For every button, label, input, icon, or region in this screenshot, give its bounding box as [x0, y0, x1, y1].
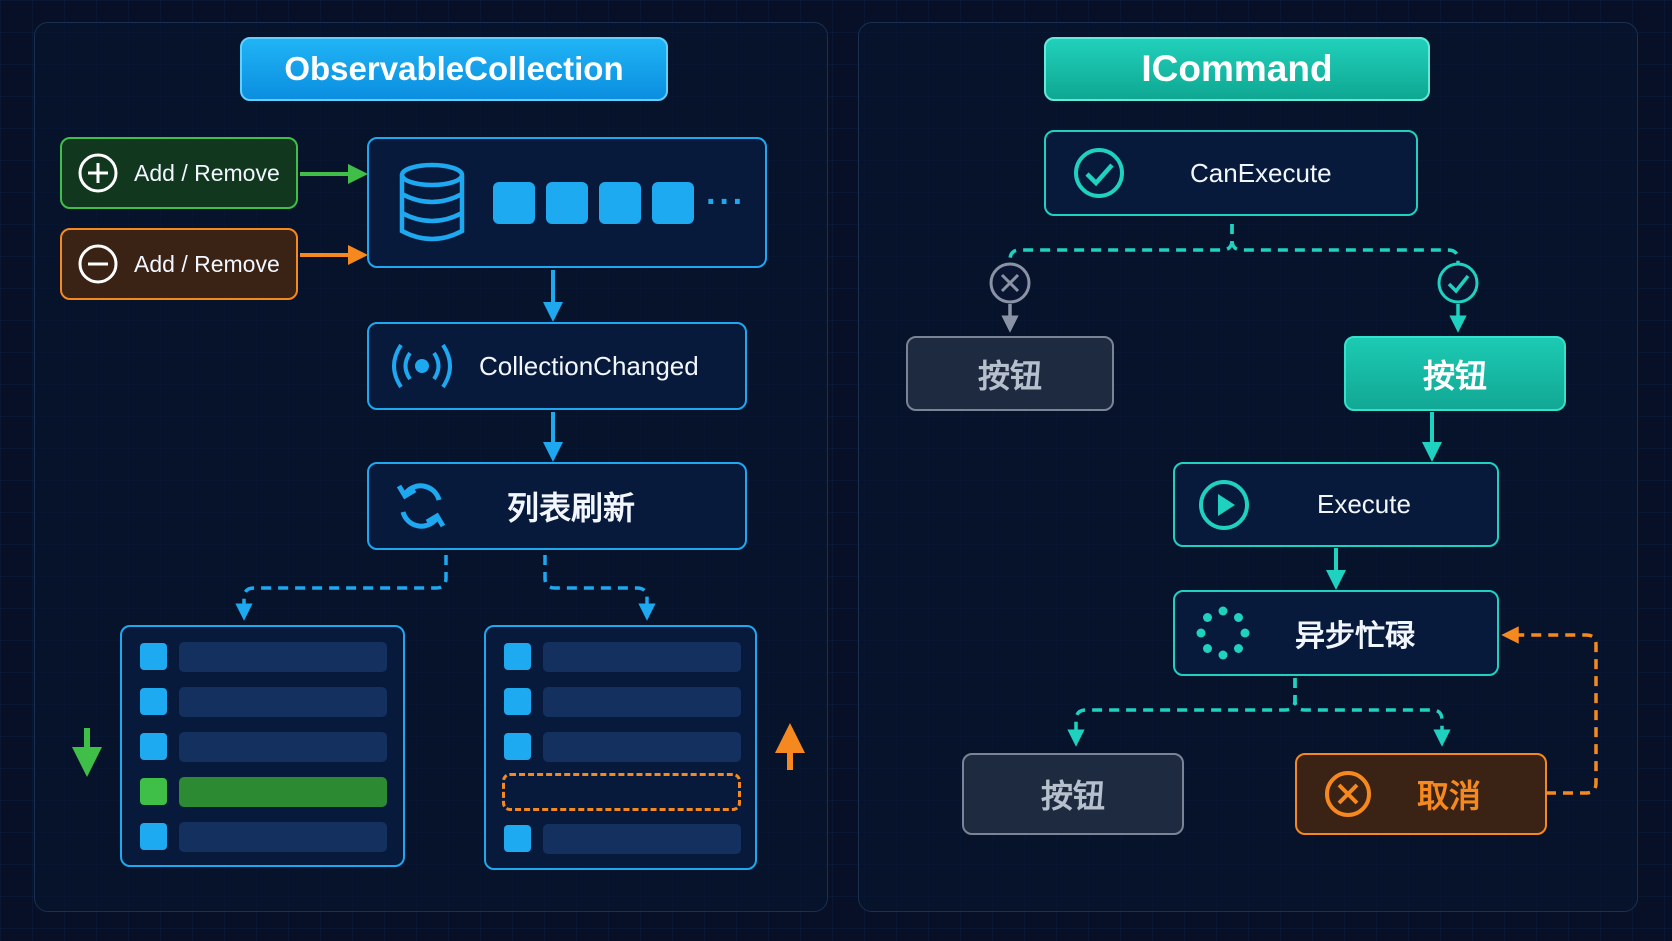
list-row	[543, 732, 741, 762]
list-row-marker	[504, 643, 531, 670]
check-circle-small-icon	[1437, 262, 1479, 304]
dashed-branch-disabled	[1008, 224, 1234, 270]
list-added-view	[120, 625, 405, 867]
list-row	[543, 687, 741, 717]
plus-circle-icon	[78, 153, 118, 193]
collection-item	[652, 181, 694, 224]
spinner-icon	[1196, 606, 1250, 660]
list-row	[543, 642, 741, 672]
cancel-icon	[1325, 771, 1371, 817]
dashed-branch-right-list	[543, 555, 656, 621]
database-icon	[399, 162, 465, 241]
async-busy-label: 异步忙碌	[1295, 619, 1415, 654]
list-refresh-node: 列表刷新	[367, 462, 747, 550]
can-execute-label: CanExecute	[1190, 157, 1332, 188]
collection-ellipsis: ···	[706, 183, 746, 221]
list-row-marker	[504, 688, 531, 715]
disabled-command-button[interactable]: 按钮	[906, 336, 1114, 411]
list-row-marker	[140, 688, 167, 715]
list-row-marker	[140, 643, 167, 670]
check-circle-icon	[1074, 148, 1124, 198]
execute-label: Execute	[1317, 489, 1411, 519]
list-row-added	[179, 777, 387, 807]
play-icon	[1199, 479, 1249, 530]
collection-item	[599, 181, 641, 224]
add-button[interactable]: Add / Remove	[60, 137, 298, 209]
remove-button[interactable]: Add / Remove	[60, 228, 298, 300]
list-refresh-label: 列表刷新	[507, 489, 636, 527]
dashed-cancel-feedback	[1501, 626, 1598, 795]
refresh-icon	[396, 483, 446, 529]
list-row	[179, 822, 387, 852]
dashed-branch-cancel	[1293, 678, 1451, 747]
list-row-marker	[504, 825, 531, 852]
dashed-branch-idle-button	[1067, 678, 1297, 747]
list-row	[179, 687, 387, 717]
enabled-command-button-label: 按钮	[1422, 356, 1487, 395]
collection-item	[493, 181, 535, 224]
list-row	[543, 824, 741, 854]
cancel-button[interactable]: 取消	[1295, 753, 1547, 835]
observable-collection-title-text: ObservableCollection	[284, 50, 624, 87]
list-row-marker-added	[140, 778, 167, 805]
collection-item	[546, 181, 588, 224]
broadcast-icon	[392, 343, 452, 389]
dashed-branch-left-list	[235, 555, 448, 621]
idle-command-button[interactable]: 按钮	[962, 753, 1184, 835]
list-row-removed-placeholder	[502, 773, 741, 811]
collection-box: ···	[367, 137, 767, 268]
enabled-command-button[interactable]: 按钮	[1344, 336, 1566, 411]
icommand-title-text: ICommand	[1141, 48, 1333, 89]
remove-button-label: Add / Remove	[134, 250, 280, 277]
collection-changed-node: CollectionChanged	[367, 322, 747, 410]
cancel-label: 取消	[1417, 777, 1482, 815]
add-button-label: Add / Remove	[134, 159, 280, 186]
list-row-marker	[504, 733, 531, 760]
list-row	[179, 642, 387, 672]
list-row-marker	[140, 733, 167, 760]
list-row	[179, 732, 387, 762]
execute-node: Execute	[1173, 462, 1499, 547]
list-row-marker	[140, 823, 167, 850]
can-execute-node: CanExecute	[1044, 130, 1418, 216]
list-removed-view	[484, 625, 757, 870]
dashed-branch-enabled	[1230, 224, 1460, 270]
icommand-title: ICommand	[1044, 37, 1430, 101]
cross-circle-icon	[989, 262, 1031, 304]
collection-changed-label: CollectionChanged	[479, 350, 699, 381]
async-busy-node: 异步忙碌	[1173, 590, 1499, 676]
disabled-command-button-label: 按钮	[977, 356, 1042, 395]
minus-circle-icon	[78, 244, 118, 284]
observable-collection-title: ObservableCollection	[240, 37, 668, 101]
idle-command-button-label: 按钮	[1040, 777, 1105, 815]
